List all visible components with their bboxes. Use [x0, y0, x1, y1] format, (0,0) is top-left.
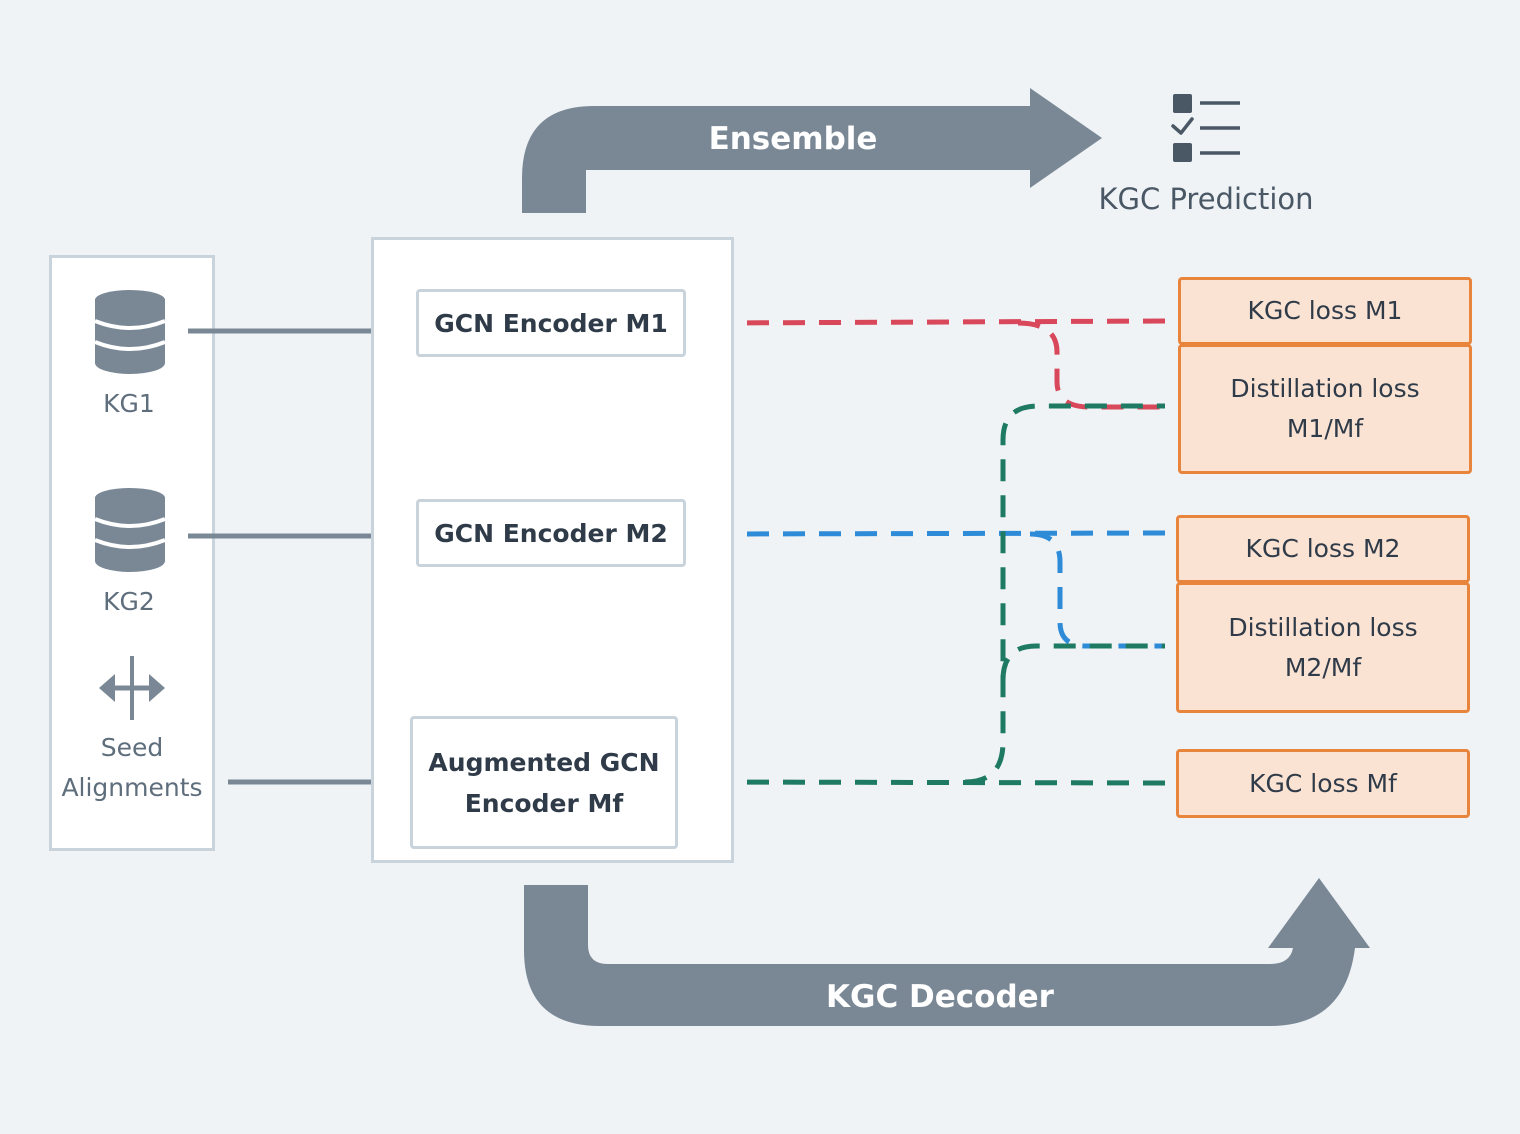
augmented-encoder-line1: Augmented GCN — [428, 747, 660, 777]
kg2-label: KG2 — [103, 587, 155, 616]
distillation-loss-m1-mf: Distillation loss M1/Mf — [1178, 344, 1472, 474]
kgc-loss-mf-label: KGC loss Mf — [1249, 768, 1397, 798]
kgc-loss-m2-label: KGC loss M2 — [1245, 534, 1401, 563]
kgc-prediction-label: KGC Prediction — [1098, 182, 1313, 216]
database-icon — [94, 488, 166, 572]
gcn-encoder-m1-label: GCN Encoder M1 — [434, 308, 668, 338]
distill-m1-line1: Distillation loss — [1230, 374, 1420, 403]
distillation-loss-m2-mf: Distillation loss M2/Mf — [1176, 582, 1470, 713]
gcn-encoder-m2-label: GCN Encoder M2 — [434, 518, 668, 548]
distill-m2-line1: Distillation loss — [1228, 612, 1418, 642]
connector-red-m1 — [719, 318, 1166, 410]
gcn-encoder-m2: GCN Encoder M2 — [416, 499, 686, 567]
connector-blue-m2 — [719, 530, 1166, 649]
kgc-loss-m1-label: KGC loss M1 — [1247, 296, 1403, 325]
augmented-gcn-encoder-mf: Augmented GCN Encoder Mf — [410, 716, 678, 849]
kgc-decoder-label: KGC Decoder — [826, 979, 1055, 1015]
ensemble-label: Ensemble — [709, 121, 878, 157]
kgc-loss-mf: KGC loss Mf — [1176, 749, 1470, 818]
gcn-encoder-m1: GCN Encoder M1 — [416, 289, 686, 357]
seed-alignments-label: Seed Alignments — [49, 728, 215, 808]
augmented-encoder-line2: Encoder Mf — [464, 788, 624, 818]
kgc-decoder-arrow: KGC Decoder — [524, 878, 1370, 1026]
ensemble-arrow: Ensemble — [522, 88, 1102, 213]
kgc-loss-m2: KGC loss M2 — [1176, 515, 1470, 583]
kg1-label: KG1 — [103, 389, 155, 418]
seed-label-line1: Seed — [100, 733, 164, 762]
checklist-icon — [1171, 94, 1240, 162]
distill-m1-line2: M1/Mf — [1286, 414, 1364, 443]
connector-green-mf — [714, 403, 1166, 786]
distill-m2-line2: M2/Mf — [1284, 652, 1362, 682]
seed-label-line2: Alignments — [61, 773, 203, 802]
kgc-loss-m1: KGC loss M1 — [1178, 277, 1472, 345]
database-icon — [94, 290, 166, 374]
alignment-arrows-icon — [99, 656, 165, 720]
